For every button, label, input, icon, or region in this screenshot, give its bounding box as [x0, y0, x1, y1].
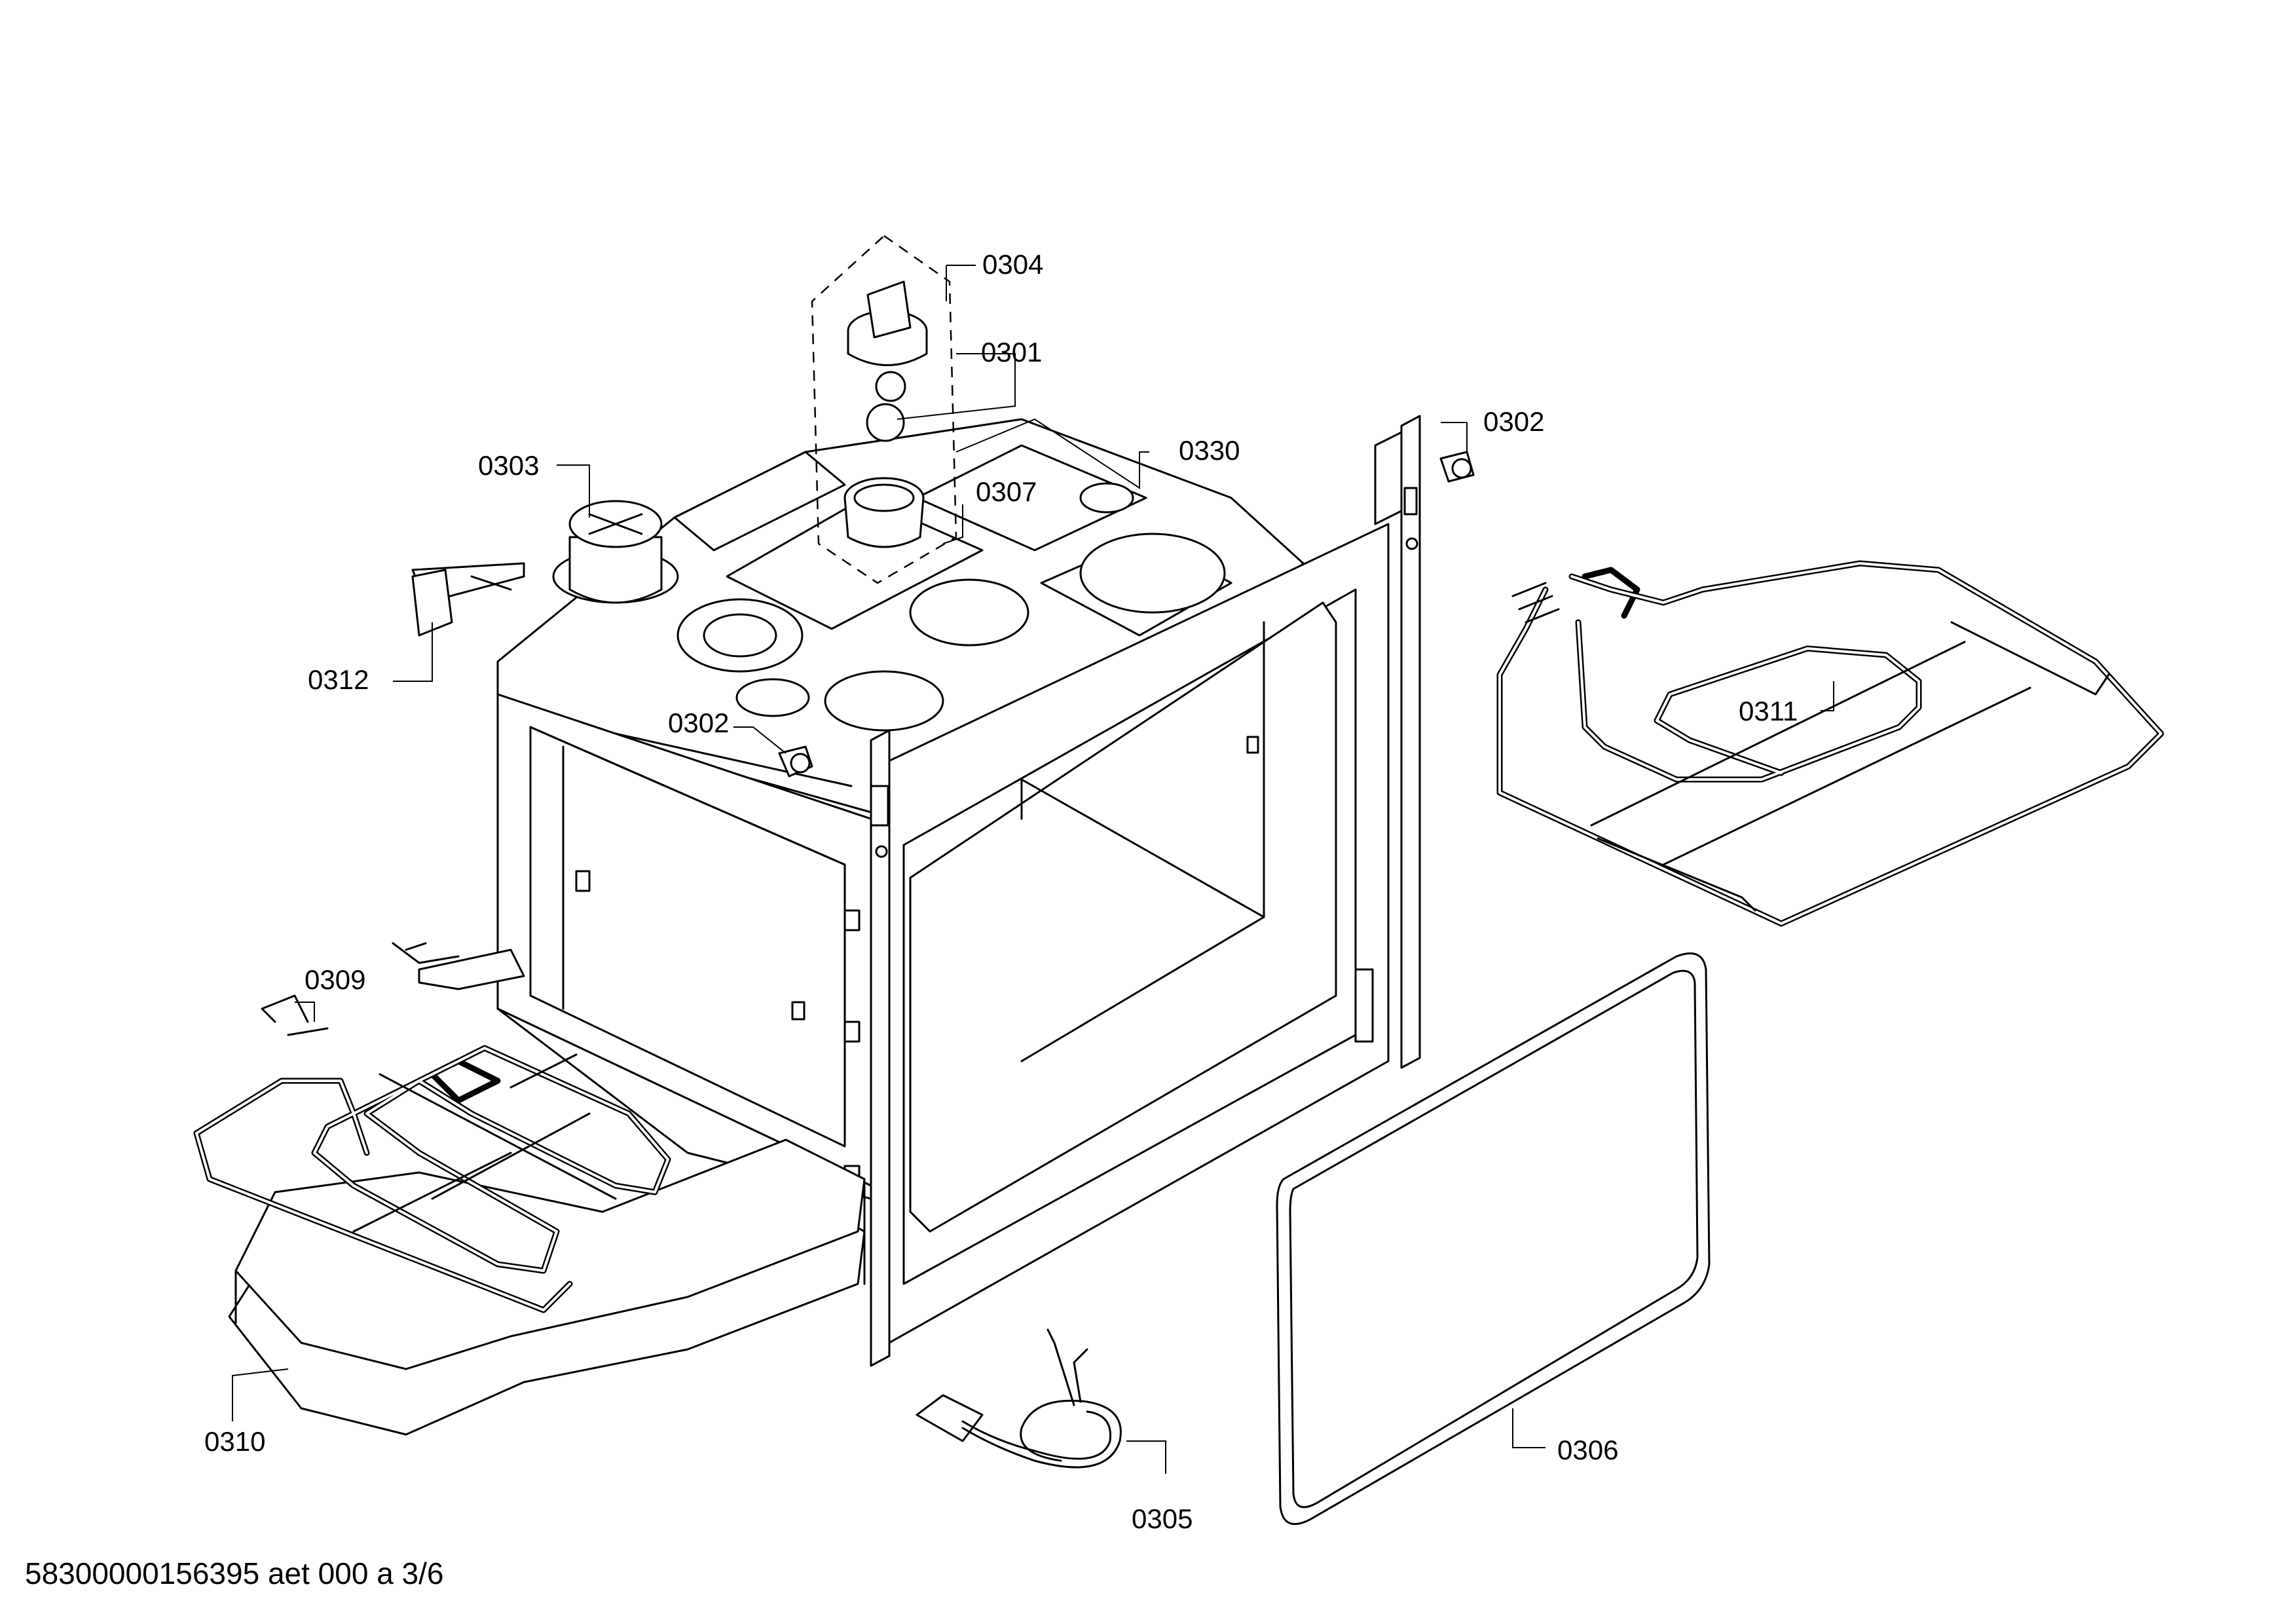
label-0306: 0306 — [1557, 1435, 1618, 1465]
document-id-footer: 58300000156395 aet 000 a 3/6 — [25, 1556, 444, 1590]
power-cord — [916, 1328, 1122, 1469]
top-grill-heating-element — [1496, 560, 2164, 927]
label-0307: 0307 — [976, 476, 1037, 507]
small-cap-part-right — [1439, 451, 1475, 483]
label-0301: 0301 — [981, 337, 1042, 367]
label-0310: 0310 — [204, 1426, 265, 1457]
lamp-assembly — [811, 235, 957, 584]
heater-connector-bracket — [392, 942, 525, 990]
label-0311: 0311 — [1739, 696, 1798, 726]
label-0305: 0305 — [1132, 1503, 1193, 1534]
label-0303: 0303 — [478, 450, 539, 481]
label-0330: 0330 — [1179, 435, 1240, 466]
oven-cavity — [496, 415, 1421, 1367]
leader-lines — [232, 265, 1834, 1474]
part-labels: 0304 0301 0302 0330 0303 0307 0312 0302 … — [204, 249, 1798, 1534]
label-0312: 0312 — [308, 664, 369, 695]
bottom-insulation-mat — [228, 1138, 866, 1436]
label-0309: 0309 — [305, 964, 365, 995]
label-0302-left: 0302 — [668, 707, 729, 738]
door-seal-gasket — [1276, 952, 1711, 1526]
bottom-heating-element — [193, 994, 671, 1313]
bracket-clip-part — [411, 562, 525, 637]
fan-duct-assembly — [552, 500, 679, 604]
label-0302-right: 0302 — [1483, 406, 1544, 437]
small-cap-part-left — [778, 745, 813, 778]
label-0304: 0304 — [982, 249, 1043, 280]
